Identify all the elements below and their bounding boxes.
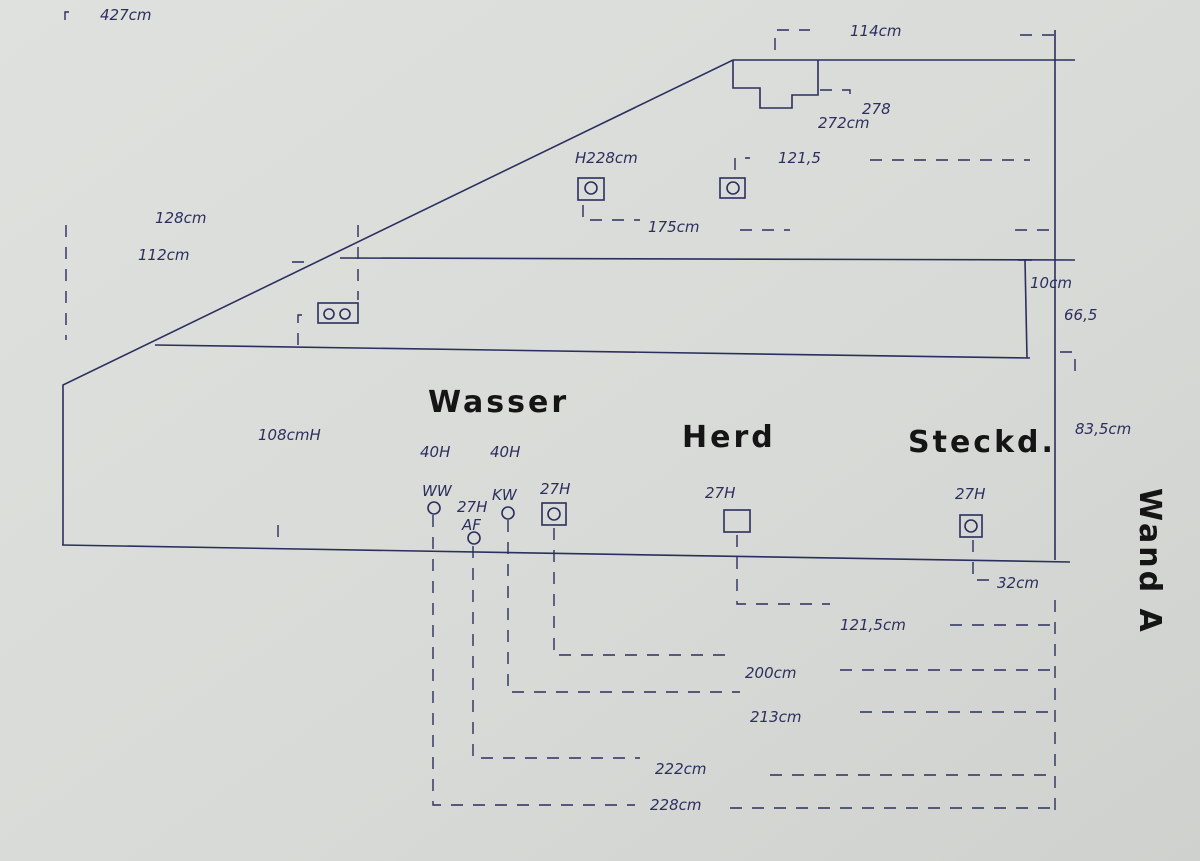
kw-distance-label: 213cm [750,708,802,726]
cabinet-width-label: 114cm [850,22,902,40]
outlet-distance-label: 175cm [648,218,700,236]
herd-outlet [723,509,751,533]
wall-title: Wand A [1132,488,1167,635]
kw-height-label: 40H [490,443,520,461]
outlet-top-right [719,177,746,199]
cabinet-height-label-2: 272cm [818,114,870,132]
slope-height-label-1: 128cm [155,209,207,227]
herd-distance-label: 121,5cm [840,616,906,634]
counter-height-label: 108cmH [258,426,321,444]
band-height-label: 66,5 [1064,306,1097,324]
right-offset-label: 32cm [997,574,1039,592]
ww-distance-label: 228cm [650,796,702,814]
wasser-outlet-distance-label: 200cm [745,664,797,682]
double-outlet [317,302,359,324]
wall-band [154,257,1076,359]
af-distance-label: 222cm [655,760,707,778]
kw-label: KW [492,486,518,504]
outlet-top-left [577,177,605,201]
steckdose-height-label: 27H [955,485,985,503]
wall-outline [61,30,1075,563]
kw-connection [501,506,515,520]
dimension-lines [64,11,1076,815]
outlet-height-label: H228cm [575,149,638,167]
steckdose-outlet [959,514,983,538]
section-wasser: Wasser [428,385,569,420]
section-herd: Herd [682,420,776,455]
outlet-offset-label: 121,5 [778,149,821,167]
wasser-outlet [541,502,567,526]
slope-height-label-2: 112cm [138,246,190,264]
cabinet-height-label-1: 278 [862,100,891,118]
total-width-label: 427cm [100,6,152,24]
lower-height-label: 83,5cm [1075,420,1131,438]
wasser-outlet-height-label: 27H [540,480,570,498]
section-steckdose: Steckd. [908,425,1056,460]
ww-label: WW [422,482,453,500]
ww-height-label: 40H [420,443,450,461]
af-height-label: 27H [457,498,487,516]
af-connection [467,531,481,545]
band-offset-label: 10cm [1030,274,1072,292]
ww-connection [427,501,441,515]
herd-height-label: 27H [705,484,735,502]
af-label: AF [461,516,481,534]
upper-cabinet [732,60,819,109]
